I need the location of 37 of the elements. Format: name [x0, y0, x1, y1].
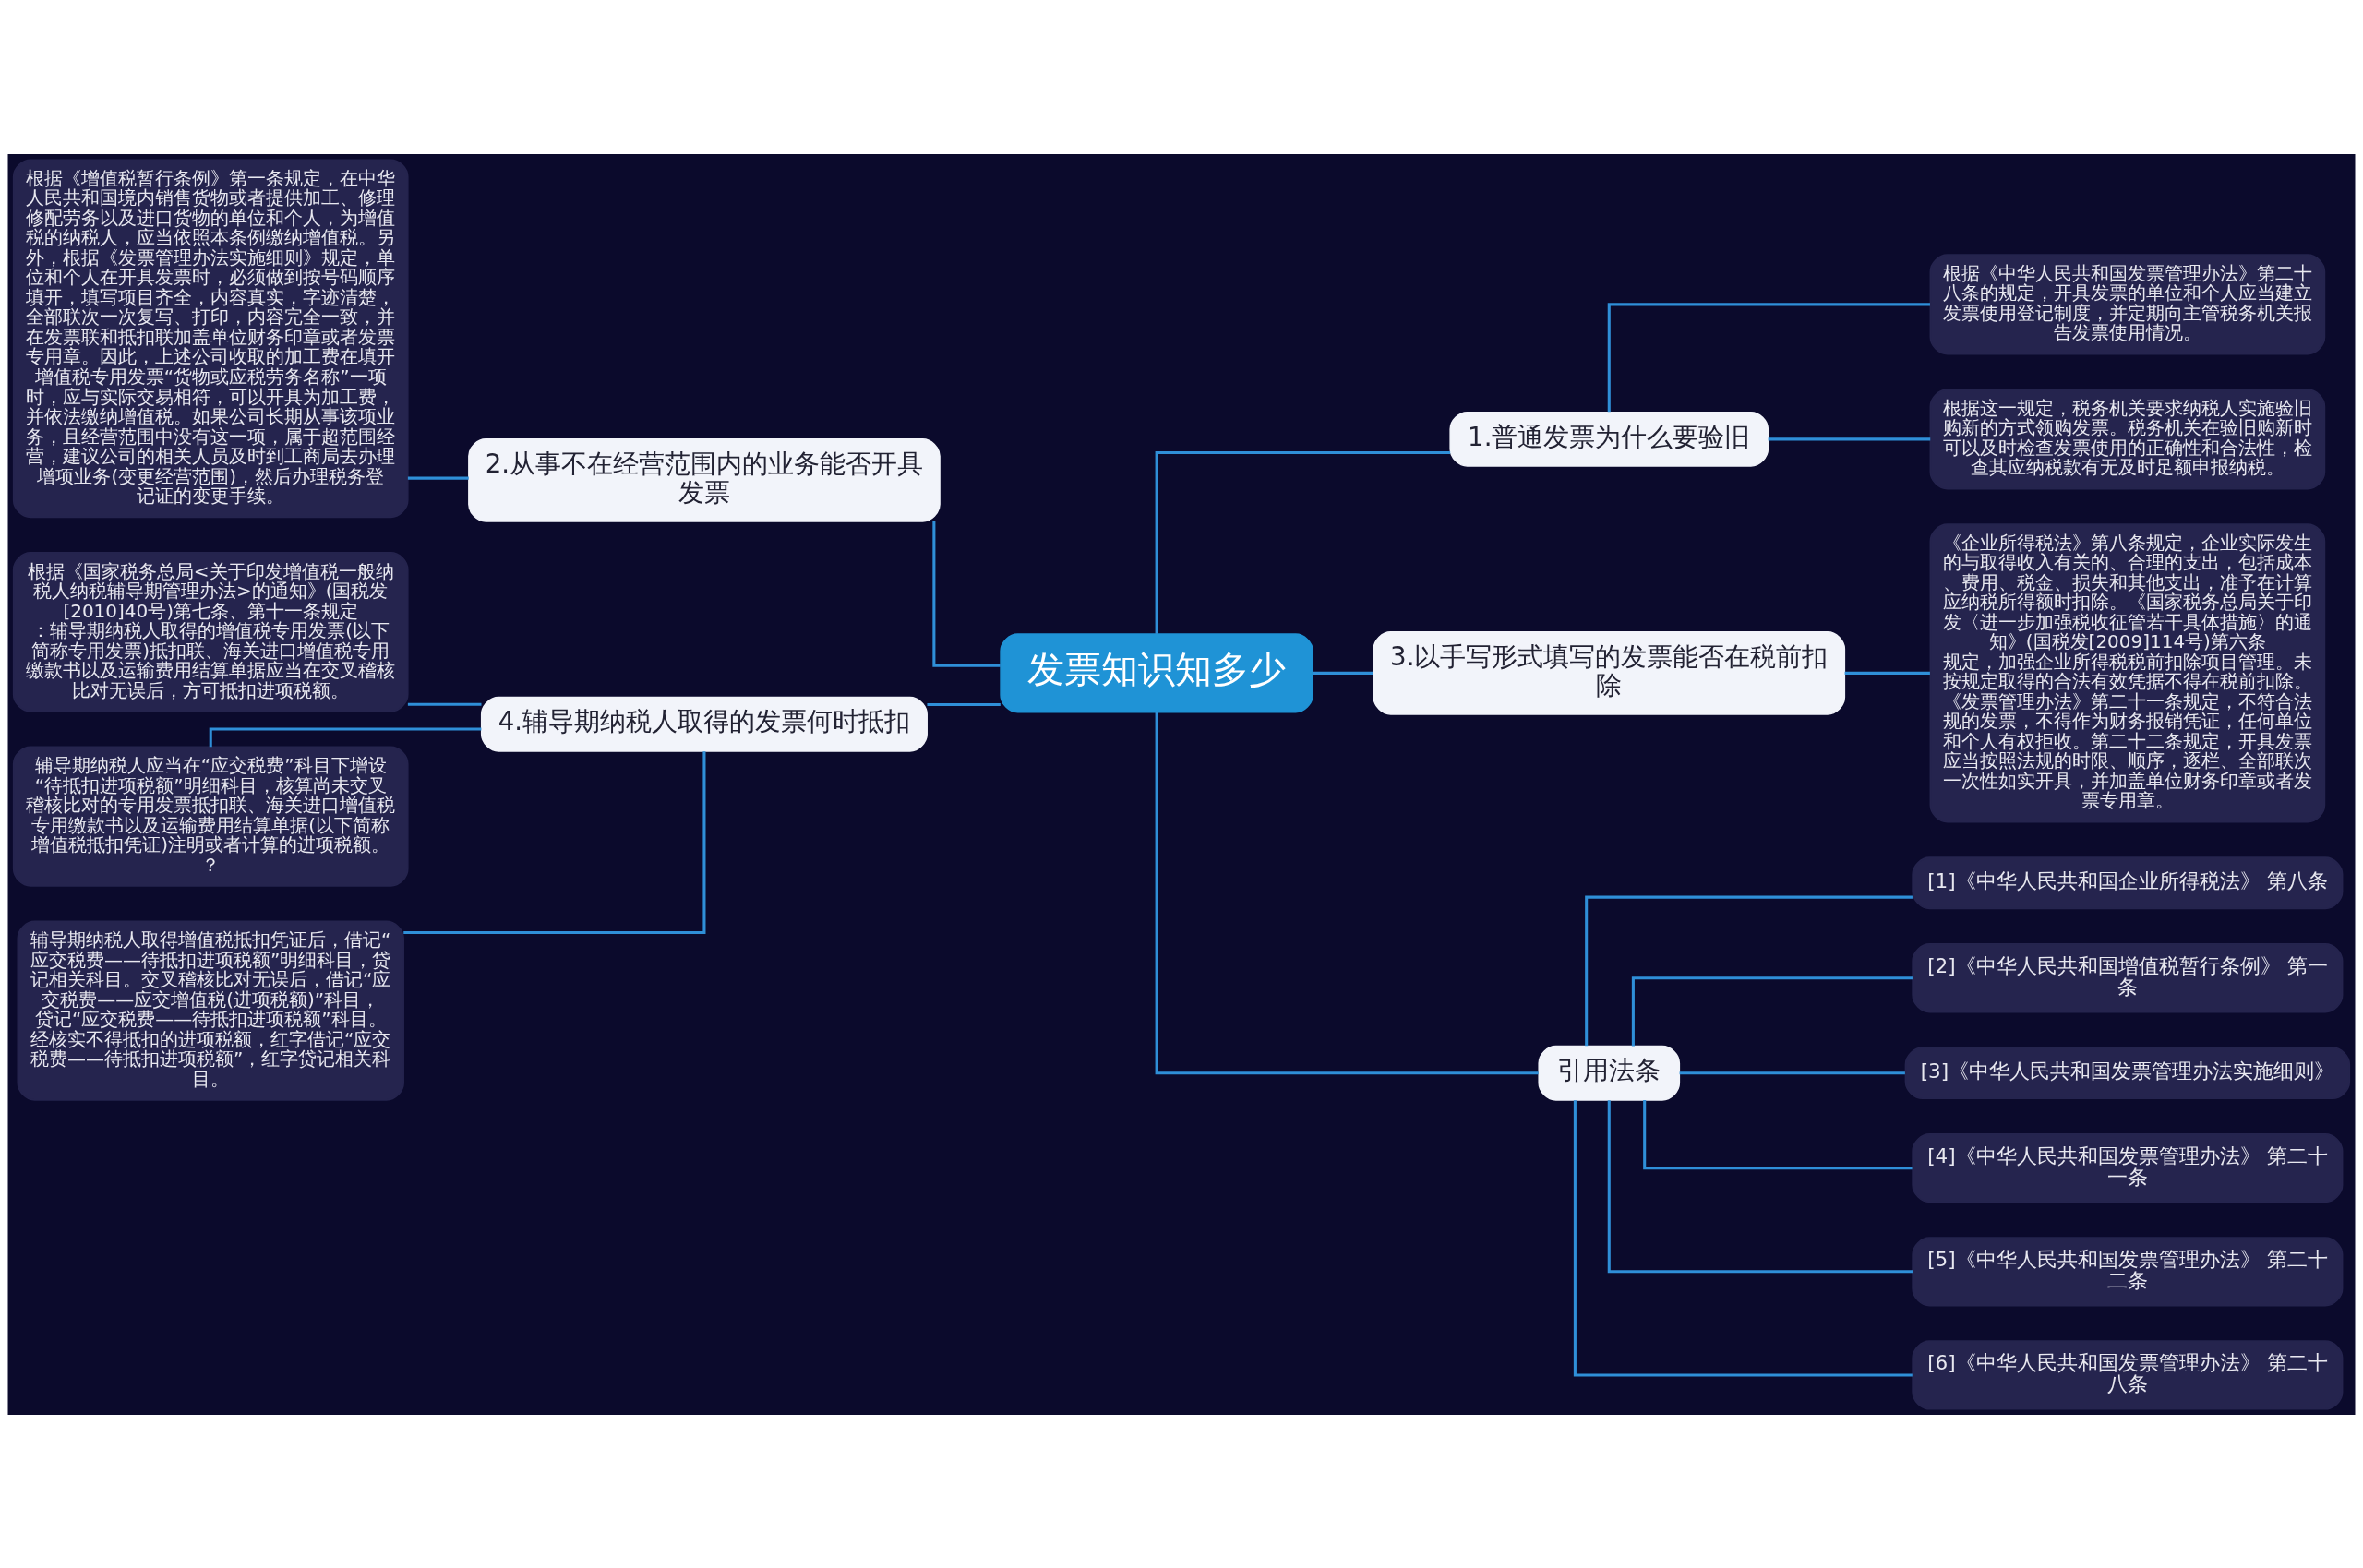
connector — [1585, 895, 1913, 1046]
connector — [1643, 1099, 1913, 1169]
node-box: [1]《中华人民共和国企业所得税法》 第八条 — [1912, 856, 2344, 909]
connector — [927, 702, 1001, 706]
node-box: 辅导期纳税人应当在“应交税费”科目下增设“待抵扣进项税额”明细科目，核算尚未交叉稽核比对的专用发票抵扣联、海关进口增值税专用缴款书以及运输费用结算单据(以下简称增值税抵扣凭证)注明或者计算的进项税额。？ — [12, 746, 409, 887]
node-box: 根据《中华人民共和国发票管理办法》第二十八条的规定，开具发票的单位和个人应当建立发票使用登记制度，并定期向主管税务机关报告发票使用情况。 — [1929, 253, 2326, 354]
node-box: 2.从事不在经营范围内的业务能否开具发票 — [468, 437, 941, 522]
connector — [407, 702, 482, 706]
node-box: 1.普通发票为什么要验旧 — [1449, 411, 1769, 467]
connector — [1844, 671, 1930, 675]
connector — [1607, 1099, 1913, 1273]
connector — [1768, 437, 1931, 440]
node-box: [4]《中华人民共和国发票管理办法》 第二十一条 — [1912, 1132, 2344, 1203]
node-box: 根据《增值税暂行条例》第一条规定，在中华人民共和国境内销售货物或者提供加工、修理修配劳务以及进口货物的单位和个人，为增值税的纳税人，应当依照本条例缴纳增值税。另外，根据《发票管理办法实施细则》规定，单位和个人在开具发票时，必须做到按号码顺序填开，填写项目齐全，内容真实，字迹清楚，全部联次一次复写、打印，内容完全一致，并在发票联和抵扣联加盖单位财务印章或者发票专用章。因此，上述公司收取的加工费在填开增值税专用发票“货物或应税劳务名称”一项时，应与实际交易相符，可以开具为加工费，并依法缴纳增值税。如果公司长期从事该项业务，且经营范围中没有这一项，属于超范围经营，建议公司的相关人员及时到工商局去办理增项业务(变更经营范围)，然后办理税务登记证的变更手续。 — [12, 158, 409, 518]
node-box: 4.辅导期纳税人取得的发票何时抵扣 — [480, 696, 928, 752]
node-box: 根据这一规定，税务机关要求纳税人实施验旧购新的方式领购发票。税务机关在验旧购新时可以及时检查发票使用的正确性和合法性，检查其应纳税款有无及时足额申报纳税。 — [1929, 388, 2326, 489]
node-box: [2]《中华人民共和国增值税暂行条例》 第一条 — [1912, 942, 2344, 1012]
node-box: [3]《中华人民共和国发票管理办法实施细则》 — [1904, 1046, 2351, 1099]
node-box: 根据《国家税务总局<关于印发增值税一般纳税人纳税辅导期管理办法>的通知》(国税发[2010]40号)第七条、第十一条规定：辅导期纳税人取得的增值税专用发票(以下简称专用发票)抵扣联、海关进口增值税专用缴款书以及运输费用结算单据应当在交叉稽核比对无误后，方可抵扣进项税额。 — [12, 551, 409, 712]
connector — [403, 750, 706, 934]
node-box: 辅导期纳税人取得增值税抵扣凭证后，借记“应交税费——待抵扣进项税额”明细科目，贷记相关科目。交叉稽核比对无误后，借记“应交税费——应交增值税(进项税额)”科目，贷记“应交税费——待抵扣进项税额”科目。经核实不得抵扣的进项税额，红字借记“应交税费——待抵扣进项税额”，红字贷记相关科目。 — [17, 920, 404, 1101]
connector — [1573, 1099, 1913, 1376]
connector — [1155, 450, 1451, 634]
connector — [932, 521, 1001, 667]
connector — [1607, 302, 1930, 412]
node-box: 引用法条 — [1538, 1045, 1681, 1101]
node-box: [6]《中华人民共和国发票管理办法》 第二十八条 — [1912, 1339, 2344, 1410]
connector — [1155, 712, 1539, 1074]
node-box: [5]《中华人民共和国发票管理办法》 第二十二条 — [1912, 1236, 2344, 1306]
connector — [407, 476, 469, 480]
connector — [1679, 1071, 1905, 1074]
node-box: 发票知识知多少 — [1000, 632, 1313, 712]
connector — [1313, 671, 1373, 675]
connector — [209, 727, 482, 747]
connector — [1631, 976, 1913, 1046]
node-box: 3.以手写形式填写的发票能否在税前扣除 — [1373, 630, 1846, 715]
node-box: 《企业所得税法》第八条规定，企业实际发生的与取得收入有关的、合理的支出，包括成本、费用、税金、损失和其他支出，准予在计算应纳税所得额时扣除。《国家税务总局关于印发〈进一步加强税收征管若干具体措施〉的通知》(国税发[2009]114号)第六条规定，加强企业所得税税前扣除项目管理。未按规定取得的合法有效凭据不得在税前扣除。《发票管理办法》第二十一条规定，不符合法规的发票，不得作为财务报销凭证，任何单位和个人有权拒收。第二十二条规定，开具发票应当按照法规的时限、顺序，逐栏、全部联次一次性如实开具，并加盖单位财务印章或者发票专用章。 — [1929, 522, 2326, 822]
